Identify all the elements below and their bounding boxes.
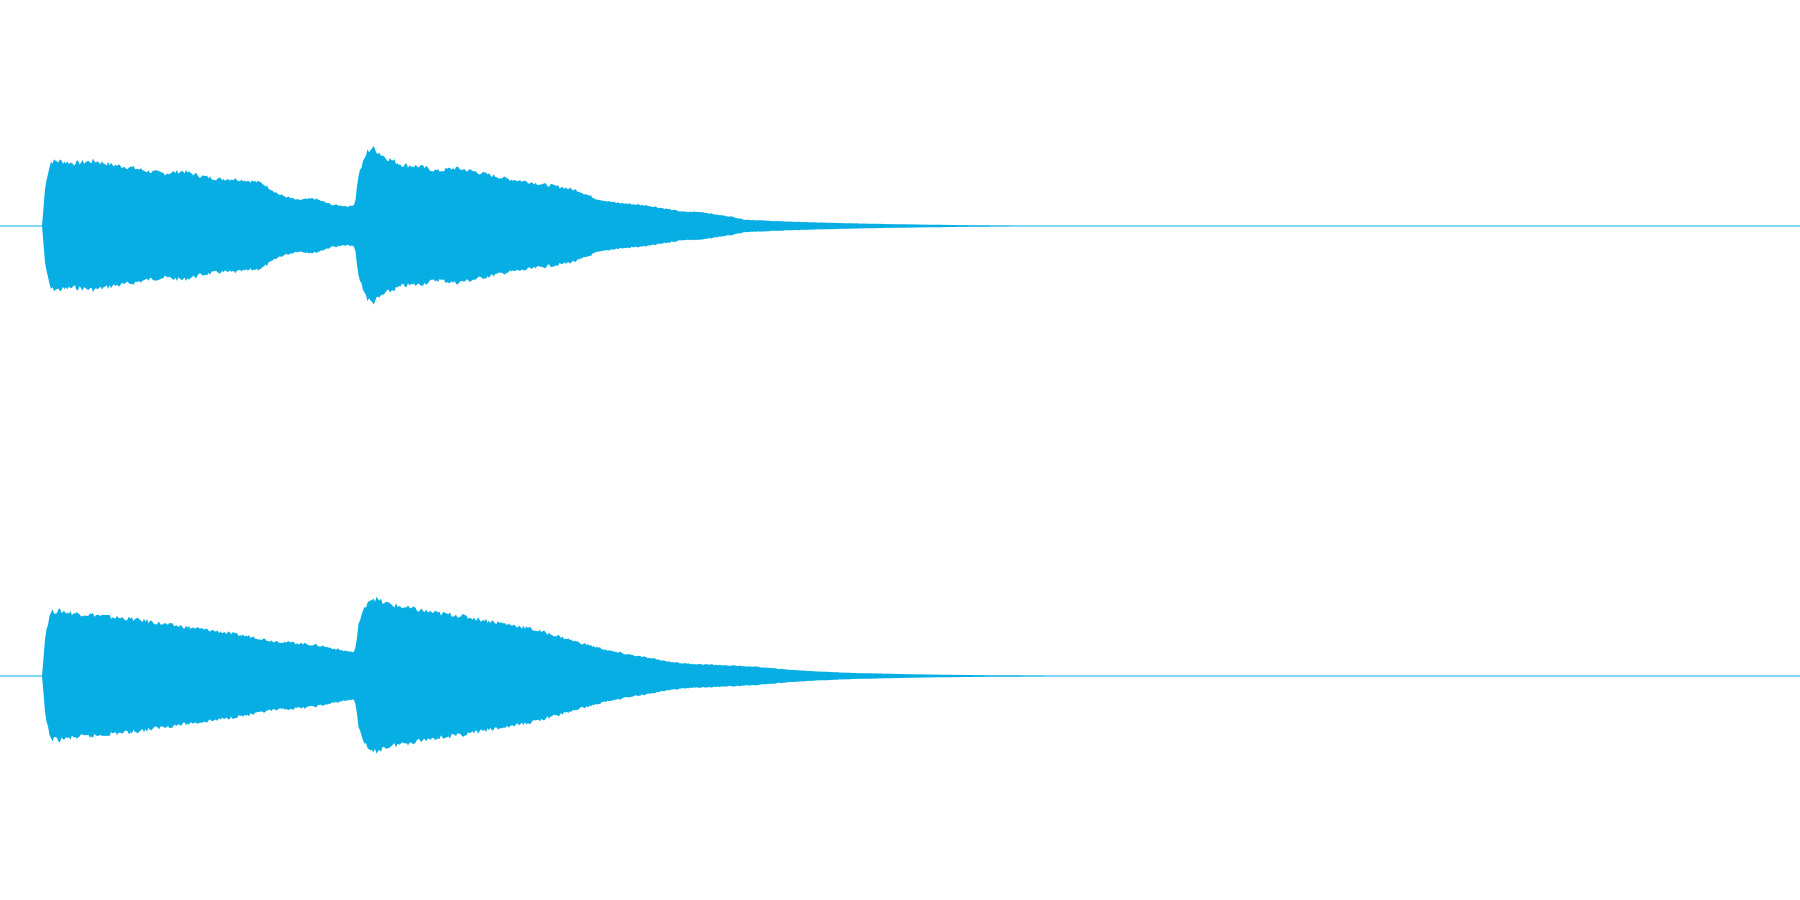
channel-1-waveform <box>42 145 1800 305</box>
channel-2-track <box>0 596 1800 754</box>
channel-1-track <box>0 145 1800 305</box>
channel-2-waveform <box>42 596 1800 754</box>
